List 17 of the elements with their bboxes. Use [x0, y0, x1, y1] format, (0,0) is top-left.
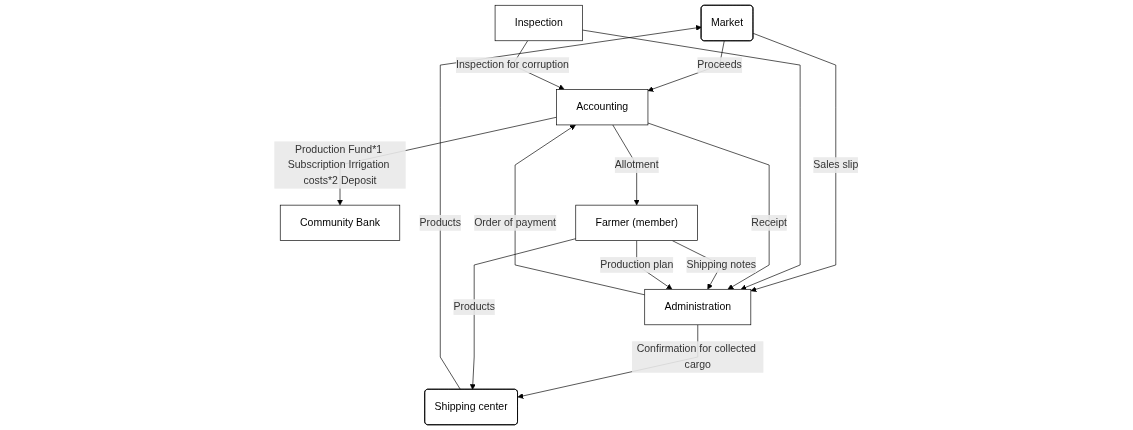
edge-label: Shipping notes [686, 259, 757, 271]
edge-label: Order of payment [474, 216, 557, 229]
node-box: Farmer (member) [575, 204, 699, 241]
node-box: Administration [644, 288, 752, 326]
edge-label: Products [419, 216, 462, 229]
edge-label: Production Fund*1 Subscription Irrigation costs*2 Deposit [287, 143, 390, 187]
edge-label: Receipt [751, 216, 788, 229]
edge-label: Production plan [600, 259, 674, 271]
node-box: Community Bank [280, 204, 401, 241]
edge-label: Proceeds [697, 59, 742, 71]
node-box: Accounting [556, 89, 649, 126]
edge-label: Sales slip [813, 159, 859, 171]
edge-label: Products [453, 301, 496, 313]
edge-label: Confirmation for collected cargo [636, 343, 757, 371]
edge-label: Inspection for corruption [456, 59, 570, 71]
node-box: Inspection [494, 4, 584, 42]
edge-label: Allotment [614, 159, 659, 171]
